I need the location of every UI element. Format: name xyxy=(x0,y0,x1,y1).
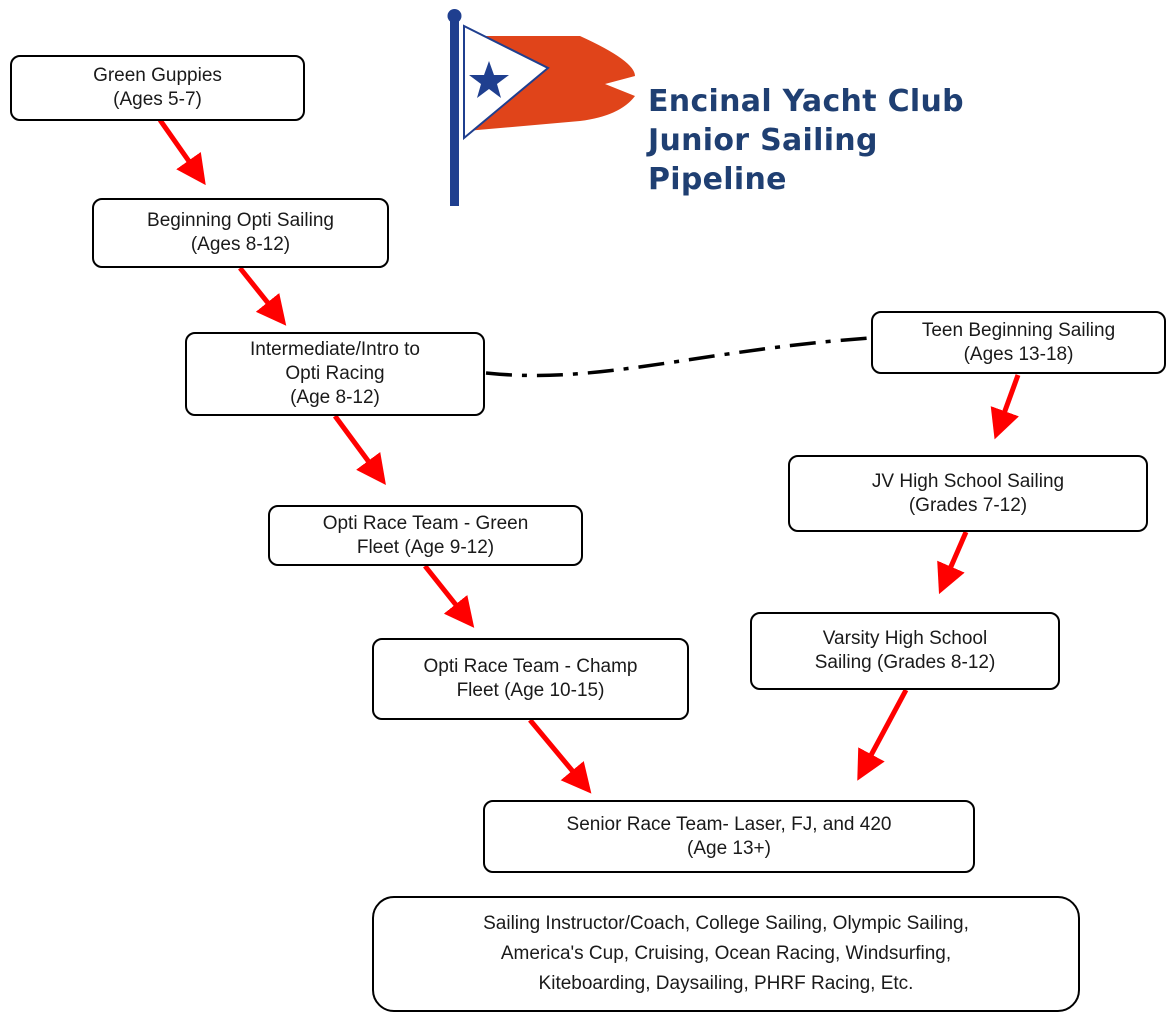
diagram-title: Encinal Yacht Club Junior Sailing Pipeli… xyxy=(648,82,968,199)
flagpole-icon xyxy=(450,16,459,206)
title-line-1: Encinal Yacht Club xyxy=(648,84,964,119)
title-line-3: Pipeline xyxy=(648,162,787,197)
arrow-champ-fleet-to-senior xyxy=(528,718,592,794)
dash-dot-link-intermediate-to-teen xyxy=(485,336,871,378)
arrow-intermediate-to-green-fleet xyxy=(332,414,386,486)
title-line-2: Junior Sailing xyxy=(648,123,878,158)
node-label: Teen Beginning Sailing (Ages 13-18) xyxy=(921,319,1116,365)
arrow-beginning-to-intermediate xyxy=(238,266,287,326)
node-senior-race-team: Senior Race Team- Laser, FJ, and 420 (Ag… xyxy=(483,800,975,873)
node-label: JV High School Sailing (Grades 7-12) xyxy=(871,470,1065,516)
node-label: Beginning Opti Sailing (Ages 8-12) xyxy=(147,210,334,255)
node-label: Green Guppies (Ages 5-7) xyxy=(93,65,222,110)
arrow-green-fleet-to-champ-fleet xyxy=(423,564,475,628)
node-label: Senior Race Team- Laser, FJ, and 420 (Ag… xyxy=(566,813,892,859)
node-label: Opti Race Team - Green Fleet (Age 9-12) xyxy=(322,512,529,558)
node-beginning-opti-sailing: Beginning Opti Sailing (Ages 8-12) xyxy=(92,198,389,268)
node-green-guppies: Green Guppies (Ages 5-7) xyxy=(10,55,305,121)
arrow-varsity-to-senior xyxy=(857,688,909,781)
flagpole-finial-icon xyxy=(447,9,462,23)
node-label: Opti Race Team - Champ Fleet (Age 10-15) xyxy=(423,656,638,701)
node-beyond-pipeline-careers: Sailing Instructor/Coach, College Sailin… xyxy=(372,896,1080,1012)
star-icon xyxy=(469,61,509,98)
burgee-white-triangle-icon xyxy=(463,24,550,141)
node-jv-high-school-sailing: JV High School Sailing (Grades 7-12) xyxy=(788,455,1148,532)
node-intermediate-opti-racing: Intermediate/Intro to Opti Racing (Age 8… xyxy=(185,332,485,416)
node-opti-champ-fleet: Opti Race Team - Champ Fleet (Age 10-15) xyxy=(372,638,689,720)
arrow-guppies-to-beginning xyxy=(157,118,206,186)
node-varsity-high-school-sailing: Varsity High School Sailing (Grades 8-12… xyxy=(750,612,1060,690)
arrow-teen-to-jv xyxy=(990,374,1021,440)
club-burgee-logo xyxy=(447,9,635,206)
arrow-jv-to-varsity xyxy=(937,531,969,595)
node-label: Varsity High School Sailing (Grades 8-12… xyxy=(814,628,996,673)
node-label: Sailing Instructor/Coach, College Sailin… xyxy=(483,913,969,994)
node-teen-beginning-sailing: Teen Beginning Sailing (Ages 13-18) xyxy=(871,311,1166,374)
node-label: Intermediate/Intro to Opti Racing (Age 8… xyxy=(249,339,421,408)
node-opti-green-fleet: Opti Race Team - Green Fleet (Age 9-12) xyxy=(268,505,583,566)
